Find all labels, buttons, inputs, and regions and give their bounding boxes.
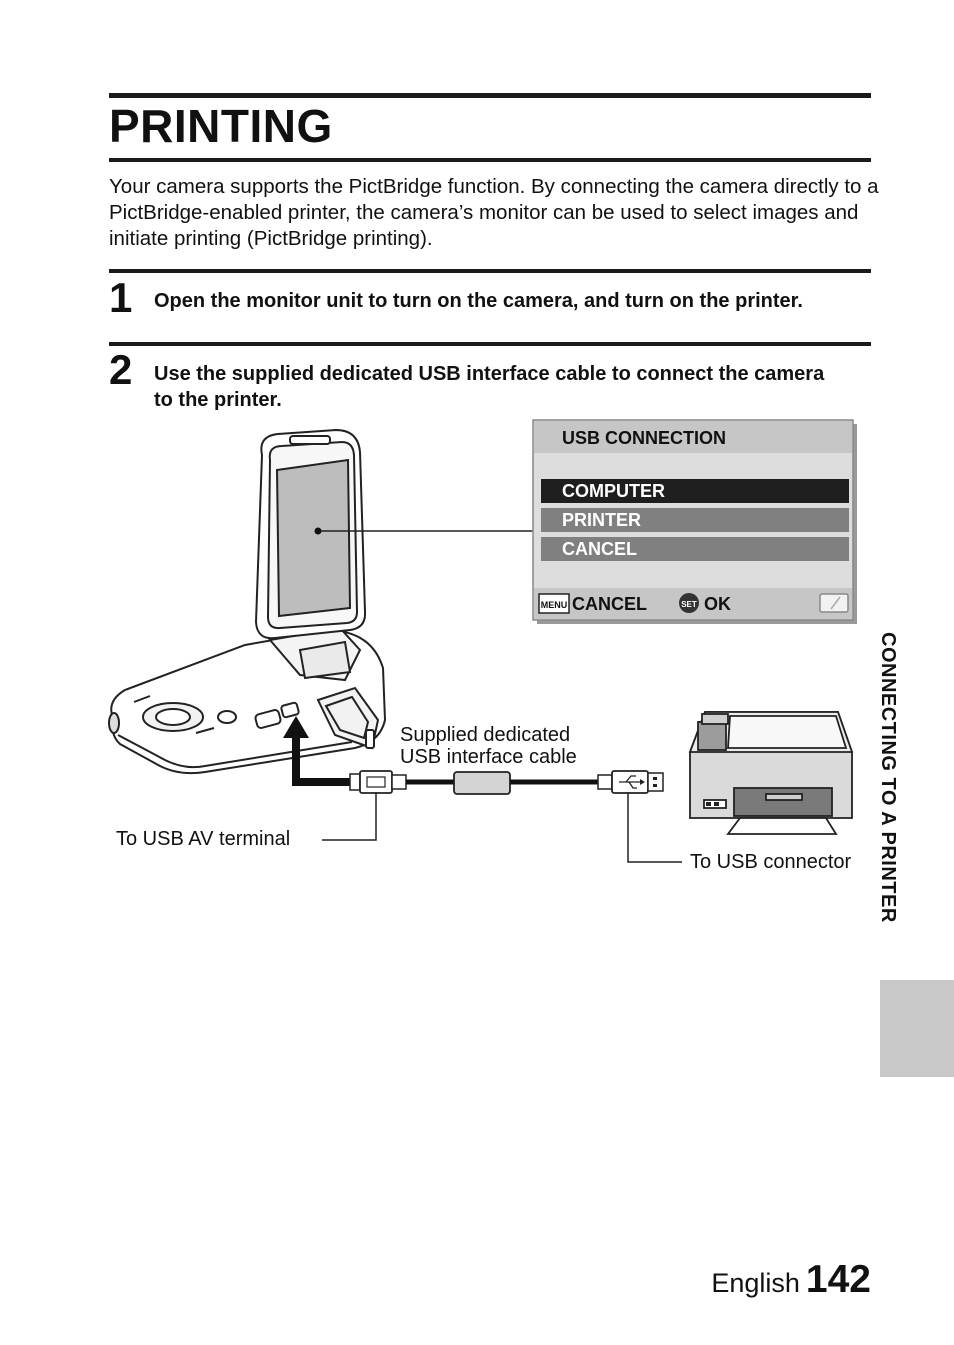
screen-title: USB CONNECTION [562, 428, 726, 448]
intro-paragraph: Your camera supports the PictBridge func… [109, 175, 879, 250]
set-icon-text: SET [681, 600, 697, 609]
printer-illustration [688, 711, 854, 835]
step-2-number: 2 [109, 346, 133, 393]
menu-icon [538, 593, 570, 614]
usb-cable [283, 716, 664, 795]
option-printer: PRINTER [562, 510, 641, 530]
monitor-leader-dot [314, 527, 322, 535]
ferrite-core [453, 771, 511, 795]
chapter-tab [880, 980, 954, 1077]
usb-connection-screen: USB CONNECTION COMPUTER PRINTER CANCEL M… [532, 419, 857, 624]
step-1-number: 1 [109, 274, 133, 321]
title-rule-bottom [109, 158, 871, 162]
chapter-side-label: CONNECTING TO A PRINTER [877, 632, 899, 923]
menu-icon-text: MENU [541, 600, 568, 610]
title-rule-top [109, 93, 871, 98]
page-number: 142 [805, 1258, 871, 1301]
option-cancel-bg [541, 537, 849, 561]
page-title: PRINTING [109, 100, 333, 152]
usb-connector-leader [627, 792, 682, 863]
cable-label-line2: USB interface cable [400, 746, 577, 768]
av-terminal-leader [322, 792, 377, 841]
option-cancel: CANCEL [562, 539, 637, 559]
set-button-icon [679, 593, 699, 613]
step-1-rule [109, 269, 871, 273]
cable-label-line1: Supplied dedicated [400, 724, 570, 746]
camera-illustration [108, 428, 387, 775]
footer-cancel: CANCEL [572, 594, 647, 614]
av-terminal-label: To USB AV terminal [116, 828, 290, 850]
battery-icon [819, 593, 849, 613]
step-2-rule [109, 342, 871, 346]
option-printer-bg [541, 508, 849, 532]
usb-connector-label: To USB connector [690, 851, 852, 873]
footer-ok: OK [704, 594, 731, 614]
step-2-text: Use the supplied dedicated USB interface… [154, 363, 825, 411]
option-computer: COMPUTER [562, 481, 665, 501]
footer-language: English [711, 1268, 800, 1298]
step-1-text: Open the monitor unit to turn on the cam… [154, 290, 803, 312]
option-computer-bg [541, 479, 849, 503]
